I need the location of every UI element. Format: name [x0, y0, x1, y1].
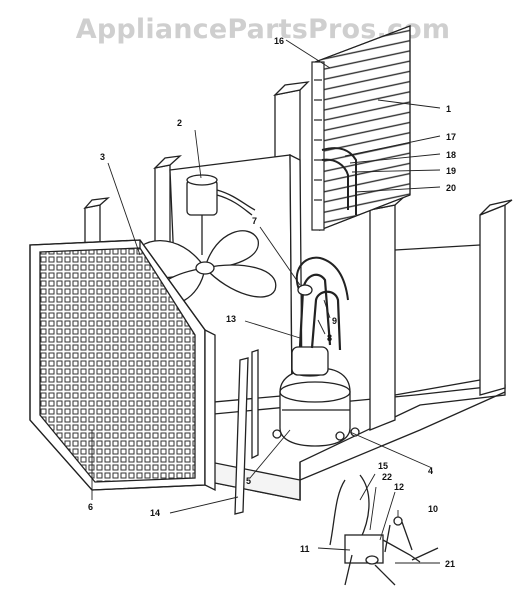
callout-10: 10	[428, 504, 438, 514]
callout-6: 6	[88, 502, 93, 512]
callout-16: 16	[274, 36, 284, 46]
support-bracket	[234, 349, 259, 515]
fan-motor	[186, 174, 256, 255]
callout-7: 7	[252, 216, 257, 226]
callout-2: 2	[177, 118, 182, 128]
callout-18: 18	[446, 150, 456, 160]
callout-14: 14	[150, 508, 160, 518]
compressor	[272, 256, 360, 447]
control-subassembly	[329, 474, 439, 586]
callout-3: 3	[100, 152, 105, 162]
callout-13: 13	[226, 314, 236, 324]
callout-21: 21	[445, 559, 455, 569]
callout-20: 20	[446, 183, 456, 193]
callout-labels: 1 2 3 4 5 6 7 8 9 10 11 12 13 14 15 17 1…	[88, 36, 456, 569]
callout-11: 11	[300, 544, 310, 554]
condenser-coil	[29, 239, 216, 492]
callout-4: 4	[428, 466, 433, 476]
callout-15: 15	[378, 461, 388, 471]
leader-lines	[91, 39, 441, 564]
callout-12: 12	[394, 482, 404, 492]
callout-19: 19	[446, 166, 456, 176]
callout-5: 5	[246, 476, 251, 486]
callout-9: 9	[332, 316, 337, 326]
callout-1: 1	[446, 104, 451, 114]
callout-22: 22	[382, 472, 392, 482]
callout-8: 8	[327, 333, 332, 343]
evaporator-coil	[311, 25, 411, 231]
callout-17: 17	[446, 132, 456, 142]
